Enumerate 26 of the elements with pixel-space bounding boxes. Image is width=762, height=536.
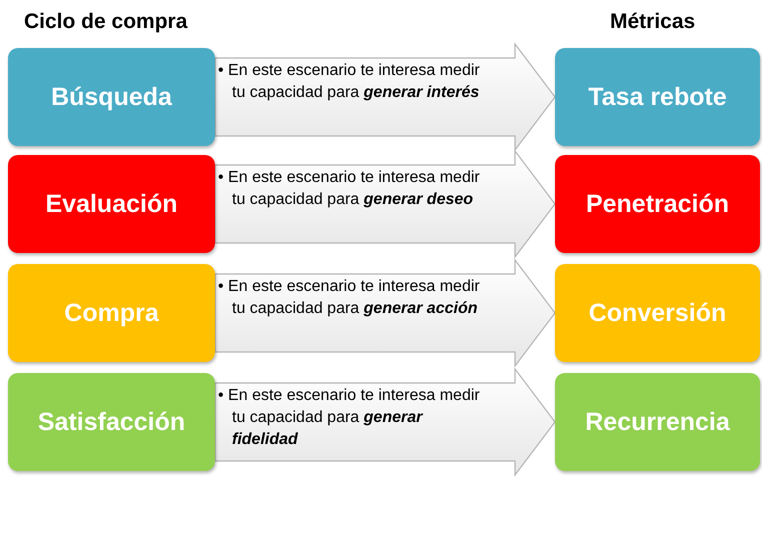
stage-label: Evaluación	[46, 190, 178, 218]
stage-box	[555, 155, 760, 253]
stage-box	[555, 264, 760, 362]
edge-label: • En este escenario te interesa medir tu capacidad para generar acción	[218, 277, 481, 319]
column-heading: Métricas	[610, 10, 696, 34]
stage-label: Compra	[64, 298, 159, 328]
stage-box	[8, 48, 215, 146]
stage-label: Búsqueda	[51, 82, 172, 112]
stage-box	[555, 373, 760, 471]
edge-label: • En este escenario te interesa medir tu capacidad para generar deseo	[218, 168, 481, 210]
stage-box	[8, 155, 215, 253]
column-heading: Ciclo de compra	[24, 10, 188, 34]
edge-label: • En este escenario te interesa medir tu capacidad para generar interés	[218, 61, 481, 103]
edge-label: • En este escenario te interesa medir tu capacidad para generar fidelidad	[218, 386, 481, 450]
block-arrow	[214, 42, 556, 152]
block-arrow	[214, 258, 556, 368]
stage-label: Conversión	[588, 298, 726, 328]
stage-label: Satisfacción	[38, 408, 186, 436]
stage-label: Recurrencia	[585, 408, 730, 436]
block-arrow	[214, 149, 556, 259]
stage-box	[555, 48, 760, 146]
stage-box	[8, 373, 215, 471]
block-arrow	[214, 367, 556, 477]
stage-label: Tasa rebote	[588, 82, 727, 112]
stage-label: Penetración	[586, 190, 730, 218]
stage-box	[8, 264, 215, 362]
